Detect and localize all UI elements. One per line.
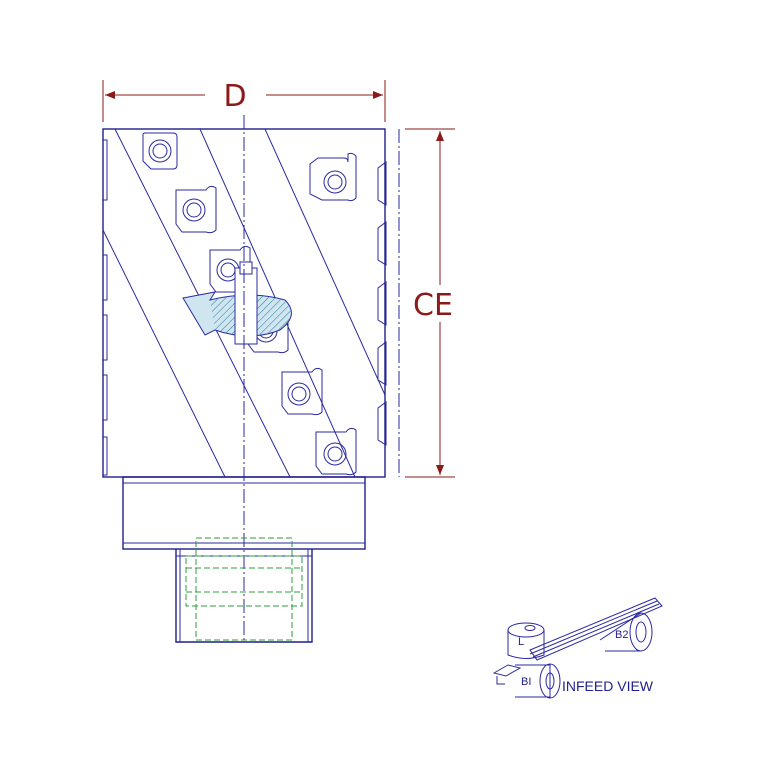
left-knife-profile [103,139,108,476]
infeed-label-b2: B2 [615,629,628,641]
cutting-edge-label: CE [413,288,453,323]
infeed-label-b1: BI [521,676,531,688]
dimension-d: D [102,79,386,122]
insert-6 [281,367,323,416]
infeed-view-caption: INFEED VIEW [562,678,654,694]
cutter-hub [122,476,366,550]
insert-1 [142,132,178,170]
infeed-label-l: L [518,636,524,648]
right-knife-profile [377,161,387,446]
insert-2 [309,152,357,202]
insert-7 [315,427,357,476]
rotation-direction-arrow-icon [182,261,292,345]
diameter-label: D [223,79,246,114]
infeed-view-illustration: L BI B2 INFEED VIEW [492,597,663,699]
cutter-shank [175,537,313,643]
dimension-ce: CE [405,128,455,478]
center-lines [243,115,400,640]
insert-3 [175,185,217,234]
